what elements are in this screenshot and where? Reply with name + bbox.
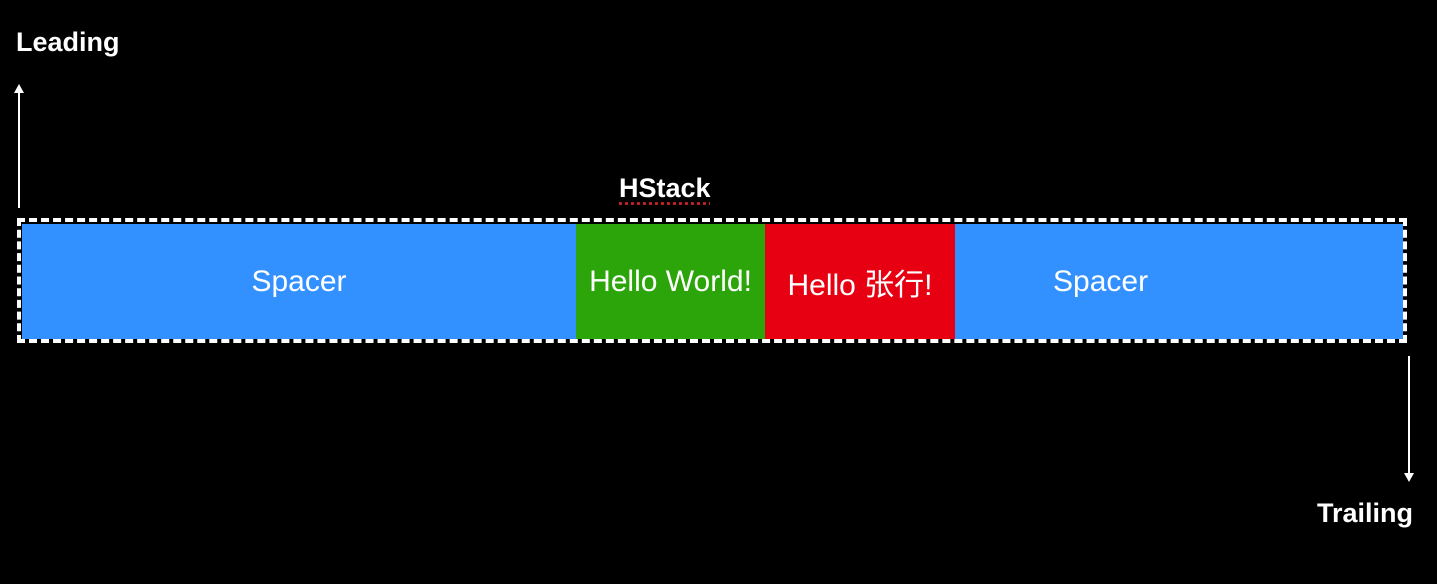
spacer-left-block: Spacer: [22, 224, 576, 339]
leading-arrow-icon: [14, 84, 24, 208]
spacer-right-block: Spacer: [955, 224, 1403, 339]
hello-world-label: Hello World!: [589, 264, 752, 298]
hello-zhangxing-block: Hello 张行!: [765, 224, 955, 339]
leading-label: Leading: [16, 27, 120, 57]
trailing-label: Trailing: [1316, 498, 1413, 528]
spacer-left-label: Spacer: [251, 264, 347, 298]
hello-world-block: Hello World!: [576, 224, 765, 339]
hstack-label: HStack: [619, 173, 711, 203]
hstack-frame: [17, 218, 1407, 343]
hello-zhangxing-label: Hello 张行!: [787, 268, 933, 302]
trailing-arrow-icon: [1404, 356, 1414, 482]
spacer-right-label: Spacer: [1053, 264, 1149, 298]
hstack-row: Spacer Hello World! Hello 张行! Spacer: [22, 224, 1403, 339]
